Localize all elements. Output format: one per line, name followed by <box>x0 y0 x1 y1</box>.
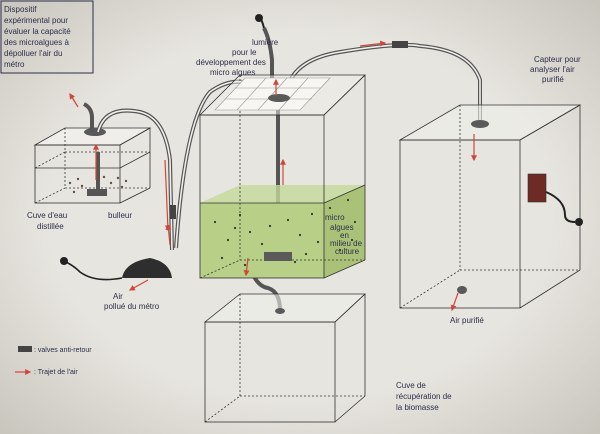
title-line-5: dépolluer l'air du <box>4 49 62 58</box>
capteur-line-3: purifié <box>542 75 564 84</box>
sensor-plug-icon <box>575 218 583 226</box>
legend-trajet-label: : Trajet de l'air <box>34 369 78 376</box>
biomasse-line-1: Cuve de <box>396 381 426 390</box>
sensor-tank <box>398 104 582 309</box>
microalgues-line-4: milieu de <box>330 239 363 248</box>
air-pollue-line-2: pollué du métro <box>104 302 160 311</box>
valve-sensor-tank <box>471 120 489 128</box>
title-line-1: Dispositif <box>4 5 37 14</box>
lumiere-line-2: pour le <box>232 48 257 57</box>
sensor-cable <box>545 191 576 223</box>
bubbler-left <box>87 189 107 196</box>
label-lumiere: lumière pour le développement des micro … <box>196 38 279 77</box>
light-plug-icon <box>255 14 263 22</box>
label-cuve-biomasse: Cuve de récupération de la biomasse <box>396 381 452 412</box>
legend-valve-swatch <box>18 346 32 352</box>
valve-culture-top <box>268 94 290 102</box>
label-air-purifie: Air purifié <box>450 316 484 325</box>
biomasse-line-2: récupération de <box>396 392 452 401</box>
label-microalgues: micro algues en milieu de culture <box>325 213 363 256</box>
capteur-line-1: Capteur pour <box>534 55 581 64</box>
lumiere-line-1: lumière <box>252 38 279 47</box>
bubbler-culture <box>264 252 292 261</box>
air-flow-arrows <box>69 40 477 312</box>
valve-tube-top <box>392 41 408 48</box>
pollution-source-pump <box>122 258 172 278</box>
label-air-pollue: Air pollué du métro <box>104 292 160 311</box>
valve-tank1-top <box>84 128 106 136</box>
title-line-3: évaluer la capacité <box>4 27 71 36</box>
air-sensor <box>527 173 547 203</box>
microalgues-line-5: culture <box>335 247 360 256</box>
title-box: Dispositif expérimental pour évaluer la … <box>0 0 94 74</box>
biomass-tank <box>203 293 367 423</box>
lumiere-line-3: développement des <box>196 58 266 67</box>
microalgues-line-1: micro <box>325 213 345 222</box>
capteur-line-2: analyser l'air <box>530 65 575 74</box>
pump-cable <box>65 261 123 281</box>
microalgae-particles <box>213 198 357 267</box>
label-cuve-eau: Cuve d'eau distillée <box>27 211 67 231</box>
distilled-water-tank <box>33 127 152 204</box>
microalgues-line-2: algues <box>330 223 354 232</box>
lumiere-line-4: micro algues <box>210 68 255 77</box>
biomasse-line-3: la biomasse <box>396 403 439 412</box>
pump-plug-icon <box>60 257 68 265</box>
title-line-4: des microalgues à <box>4 38 69 47</box>
label-bulleur: bulleur <box>108 211 132 220</box>
title-line-2: expérimental pour <box>4 16 68 25</box>
legend: : valves anti-retour : Trajet de l'air <box>15 346 92 376</box>
microalgues-line-3: en <box>340 231 349 240</box>
valve-tube-left <box>170 205 176 219</box>
air-outlet <box>457 286 467 294</box>
air-pollue-line-1: Air <box>113 292 123 301</box>
light-panel <box>214 77 331 111</box>
cuve-eau-line-2: distillée <box>37 222 64 231</box>
label-capteur: Capteur pour analyser l'air purifié <box>530 55 581 84</box>
water-droplets <box>68 175 128 194</box>
cuve-eau-line-1: Cuve d'eau <box>27 211 67 220</box>
title-line-6: métro <box>4 60 25 69</box>
legend-valves-label: : valves anti-retour <box>34 347 92 354</box>
biomass-inlet-valve <box>275 308 285 314</box>
